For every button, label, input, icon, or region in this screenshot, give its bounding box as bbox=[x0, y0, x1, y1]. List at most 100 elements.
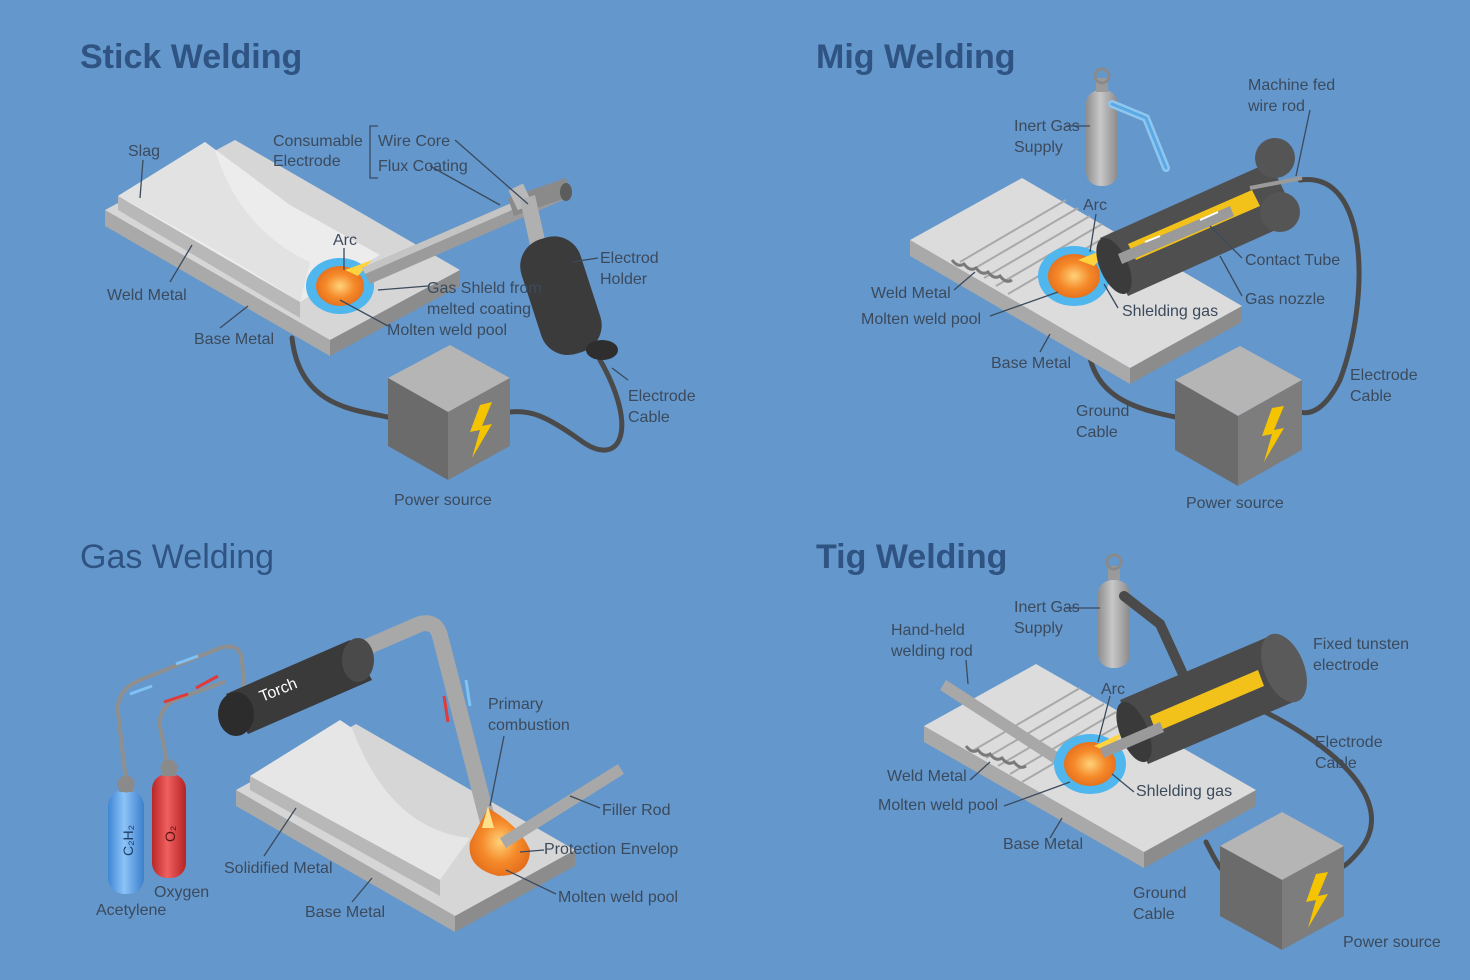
tig-power-source bbox=[1220, 812, 1344, 950]
stick-arc-spark bbox=[345, 260, 372, 276]
mig-electrode-cable bbox=[1297, 177, 1362, 416]
oxygen-hose bbox=[157, 680, 226, 770]
gas-leaders bbox=[263, 735, 601, 903]
gas-filler-rod bbox=[500, 764, 624, 848]
gas-primary-combustion bbox=[482, 806, 494, 828]
label-ground-cable: Cable bbox=[1076, 424, 1118, 441]
label-ground: Ground bbox=[1076, 403, 1129, 420]
label-consumable: Consumable bbox=[273, 133, 363, 150]
mig-leaders bbox=[953, 109, 1311, 353]
label-protection-envelop: Protection Envelop bbox=[544, 841, 678, 858]
label-base-metal: Base Metal bbox=[194, 331, 274, 348]
label-filler-rod: Filler Rod bbox=[602, 802, 670, 819]
label-acetylene: Acetylene bbox=[96, 902, 166, 919]
label-electrode: Electrode bbox=[273, 153, 341, 170]
label-welding-rod: welding rod bbox=[890, 643, 973, 660]
label-arc: Arc bbox=[1101, 681, 1125, 698]
label-molten-pool: Molten weld pool bbox=[558, 889, 678, 906]
label-oxygen: Oxygen bbox=[154, 884, 209, 901]
label-electrod: Electrod bbox=[600, 250, 659, 267]
label-weld-metal: Weld Metal bbox=[887, 768, 967, 785]
label-inert-gas: Inert Gas bbox=[1014, 118, 1080, 135]
label-base-metal: Base Metal bbox=[1003, 836, 1083, 853]
label-electrode-cable: Electrode bbox=[1315, 734, 1383, 751]
label-power-source: Power source bbox=[1343, 934, 1441, 951]
label-combustion: combustion bbox=[488, 717, 570, 734]
label-molten-pool: Molten weld pool bbox=[387, 322, 507, 339]
panel-tig-welding: Tig Welding bbox=[816, 538, 1441, 951]
label-molten-pool: Molten weld pool bbox=[878, 797, 998, 814]
flow-arrow-icon bbox=[464, 679, 472, 707]
label-wire-rod: wire rod bbox=[1247, 98, 1305, 115]
label-melted-coating: melted coating bbox=[427, 301, 531, 318]
label-tungsten-electrode: electrode bbox=[1313, 657, 1379, 674]
label-power-source: Power source bbox=[1186, 495, 1284, 512]
label-electrode-cable: Electrode bbox=[628, 388, 696, 405]
label-flux-coating: Flux Coating bbox=[378, 158, 468, 175]
label-supply: Supply bbox=[1014, 139, 1063, 156]
label-gas-shield: Gas Shleld from bbox=[427, 280, 542, 297]
mig-gas-tank bbox=[1086, 67, 1170, 186]
tig-hand-held-rod bbox=[940, 680, 1070, 770]
label-base-metal: Base Metal bbox=[305, 904, 385, 921]
label-ground: Ground bbox=[1133, 885, 1186, 902]
mig-title: Mig Welding bbox=[816, 38, 1016, 76]
flow-arrow-icon bbox=[442, 695, 450, 723]
oxygen-tank: O₂ bbox=[152, 759, 186, 878]
stick-molten-pool bbox=[316, 266, 364, 306]
stick-power-source bbox=[388, 345, 510, 480]
gas-torch: Torch bbox=[218, 615, 496, 830]
label-shielding-gas: Shlelding gas bbox=[1122, 303, 1218, 320]
label-ground-cable: Cable bbox=[1133, 906, 1175, 923]
label-cable: Cable bbox=[1350, 388, 1392, 405]
label-wire-core: Wire Core bbox=[378, 133, 450, 150]
flow-arrow-icon bbox=[195, 674, 219, 690]
label-contact-tube: Contact Tube bbox=[1245, 252, 1340, 269]
c2h2-label: C₂H₂ bbox=[120, 825, 136, 856]
label-machine-fed: Machine fed bbox=[1248, 77, 1335, 94]
flow-arrow-icon bbox=[175, 654, 199, 666]
lightning-icon bbox=[1262, 406, 1284, 462]
tig-arc-spark bbox=[1094, 732, 1124, 752]
flow-arrow-icon bbox=[129, 684, 153, 696]
tig-gas-tank bbox=[1098, 553, 1187, 677]
stick-electrode bbox=[362, 178, 572, 284]
mig-molten-pool bbox=[1048, 254, 1100, 298]
tig-title: Tig Welding bbox=[816, 538, 1007, 576]
panel-stick-welding: Stick Welding bbox=[80, 38, 696, 509]
label-arc: Arc bbox=[333, 232, 357, 249]
label-slag: Slag bbox=[128, 143, 160, 160]
stick-title: Stick Welding bbox=[80, 38, 302, 76]
label-electrode-cable: Electrode bbox=[1350, 367, 1418, 384]
stick-leaders bbox=[139, 125, 629, 381]
label-inert-gas: Inert Gas bbox=[1014, 599, 1080, 616]
stick-base-plate bbox=[105, 140, 460, 356]
stick-electrode-holder bbox=[520, 195, 618, 360]
label-base-metal: Base Metal bbox=[991, 355, 1071, 372]
stick-ground-cable bbox=[289, 335, 395, 421]
mig-ground-cable bbox=[1087, 355, 1183, 421]
label-cable: Cable bbox=[628, 409, 670, 426]
label-holder: Holder bbox=[600, 271, 648, 288]
mig-power-source bbox=[1175, 346, 1302, 486]
label-fixed-tungsten: Fixed tunsten bbox=[1313, 636, 1409, 653]
o2-label: O₂ bbox=[162, 826, 178, 842]
label-hand-held: Hand-held bbox=[891, 622, 965, 639]
lightning-icon bbox=[1306, 872, 1328, 928]
label-supply: Supply bbox=[1014, 620, 1063, 637]
label-arc: Arc bbox=[1083, 197, 1107, 214]
acetylene-tank: C₂H₂ bbox=[108, 775, 144, 894]
label-weld-metal: Weld Metal bbox=[107, 287, 187, 304]
label-power-source: Power source bbox=[394, 492, 492, 509]
panel-gas-welding: Gas Welding C₂H₂ O₂ bbox=[80, 538, 678, 932]
label-primary: Primary bbox=[488, 696, 543, 713]
flow-arrow-icon bbox=[163, 692, 189, 704]
panel-mig-welding: Mig Welding bbox=[816, 38, 1418, 512]
tig-torch bbox=[1100, 633, 1307, 764]
label-molten-pool: Molten weld pool bbox=[861, 311, 981, 328]
gas-title: Gas Welding bbox=[80, 538, 274, 576]
label-weld-metal: Weld Metal bbox=[871, 285, 951, 302]
tig-leaders bbox=[965, 607, 1135, 839]
label-cable: Cable bbox=[1315, 755, 1357, 772]
